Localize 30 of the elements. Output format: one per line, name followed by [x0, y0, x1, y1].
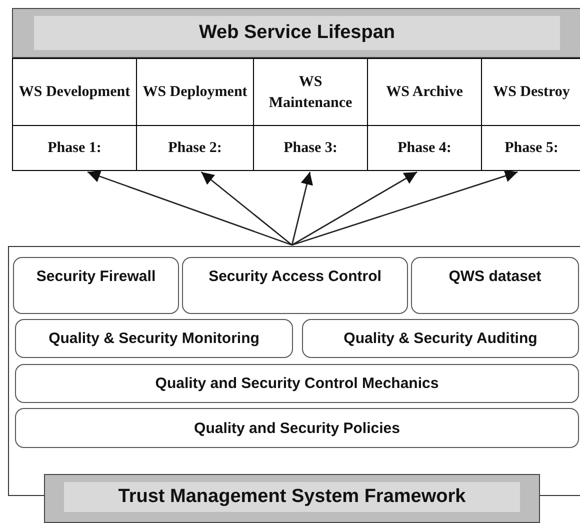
component-box: Quality & Security Monitoring — [15, 319, 293, 358]
phase-name: WS Deployment — [142, 83, 248, 102]
phase-name: WS Destroy — [492, 83, 571, 102]
phase-number: Phase 1: — [13, 125, 136, 170]
component-box: Quality & Security Auditing — [302, 319, 579, 358]
title-banner — [12, 8, 580, 58]
phase-cell — [137, 58, 254, 171]
phase-number: Phase 3: — [254, 125, 367, 170]
phase-cell — [12, 58, 137, 171]
component-box: Security Firewall — [13, 257, 179, 314]
arrow — [87, 170, 292, 246]
phase-number: Phase 2: — [137, 125, 253, 170]
arrow — [200, 171, 292, 246]
component-box: Quality and Security Control Mechanics — [15, 364, 579, 403]
banner-title: Trust Management System Framework — [64, 482, 520, 512]
phase-name: WS Development — [18, 83, 132, 102]
component-box: QWS dataset — [411, 257, 579, 314]
phase-number: Phase 4: — [368, 125, 481, 170]
arrow — [292, 171, 418, 246]
banner-title: Web Service Lifespan — [34, 16, 560, 50]
phase-name: WS Archive — [385, 83, 464, 102]
component-box: Quality and Security Policies — [15, 408, 579, 448]
phase-cell — [368, 58, 482, 171]
arrow — [291, 172, 313, 246]
arrow — [292, 170, 518, 246]
phase-name: WS Maintenance — [268, 72, 354, 112]
phase-number: Phase 5: — [482, 125, 580, 170]
component-box: Security Access Control — [182, 257, 408, 314]
phase-cell — [254, 58, 368, 171]
phase-cell — [482, 58, 580, 171]
